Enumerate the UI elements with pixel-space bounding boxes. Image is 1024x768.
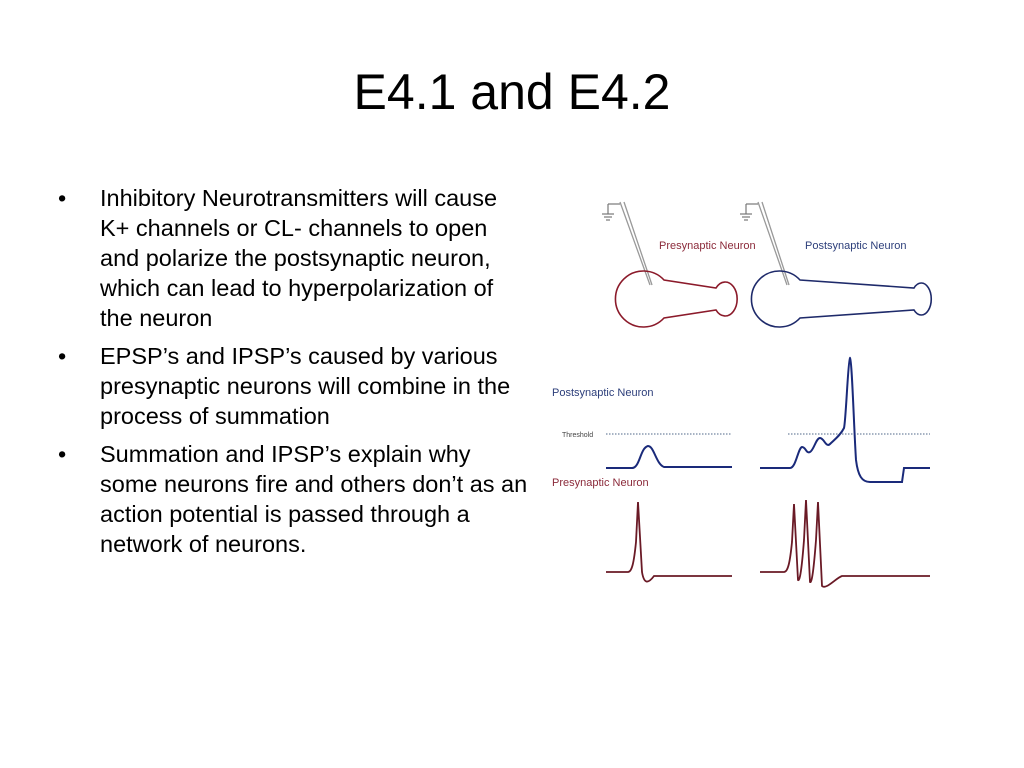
bullet-item: • Inhibitory Neurotransmitters will caus… (58, 183, 528, 333)
postsynaptic-trace-label: Postsynaptic Neuron (552, 387, 654, 399)
bullet-text: EPSP’s and IPSP’s caused by various pres… (100, 343, 511, 429)
postsynaptic-neuron-cell (750, 270, 933, 328)
presynaptic-spike-train (760, 499, 930, 588)
bullet-text: Summation and IPSP’s explain why some ne… (100, 441, 528, 557)
bullet-item: • Summation and IPSP’s explain why some … (58, 439, 528, 559)
electrode-postsynaptic (757, 201, 790, 286)
synapse-figure: Presynaptic Neuron Postsynaptic Neuron P… (540, 190, 940, 600)
synapse-diagram: Presynaptic Neuron Postsynaptic Neuron P… (552, 201, 933, 588)
epsp-trace-single (606, 444, 732, 469)
presynaptic-neuron-cell (614, 270, 738, 328)
threshold-label: Threshold (562, 432, 593, 439)
presynaptic-spike-single (606, 501, 732, 583)
bullet-list: • Inhibitory Neurotransmitters will caus… (58, 183, 528, 567)
bullet-dot: • (58, 343, 67, 369)
summation-trace (760, 356, 930, 483)
ground-icon (740, 203, 758, 221)
bullet-dot: • (58, 441, 67, 467)
bullet-dot: • (58, 185, 67, 211)
ground-icon (602, 203, 620, 221)
bullet-item: • EPSP’s and IPSP’s caused by various pr… (58, 341, 528, 431)
slide-title: E4.1 and E4.2 (353, 64, 671, 120)
postsynaptic-neuron-label: Postsynaptic Neuron (805, 240, 907, 252)
presynaptic-neuron-label: Presynaptic Neuron (659, 240, 756, 252)
presynaptic-trace-label: Presynaptic Neuron (552, 477, 649, 489)
bullet-text: Inhibitory Neurotransmitters will cause … (100, 185, 498, 331)
